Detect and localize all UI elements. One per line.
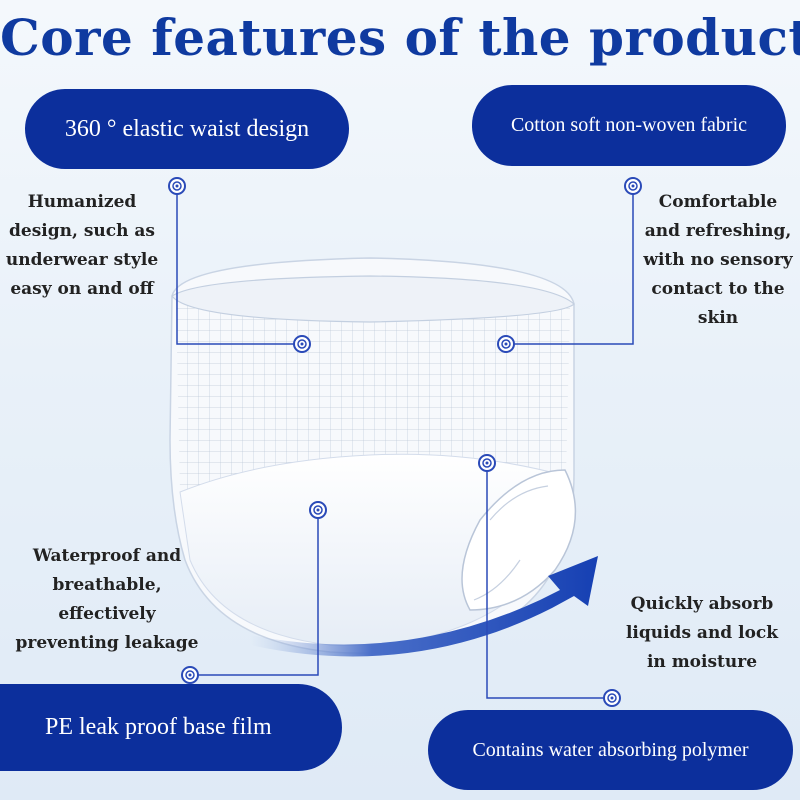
target-icon xyxy=(168,177,186,195)
description-line: preventing leakage xyxy=(15,633,199,653)
target-icon xyxy=(603,689,621,707)
page-title: Core features of the product xyxy=(0,8,800,67)
feature-pill-absorbing-polymer: Contains water absorbing polymer xyxy=(428,710,793,790)
leader-line-fabric xyxy=(506,186,634,345)
description-pe-base-film: Waterproof and breathable, effectively p… xyxy=(2,542,212,658)
description-line: breathable, xyxy=(52,575,162,595)
leader-lines xyxy=(176,186,634,699)
description-elastic-waist: Humanized design, such as underwear styl… xyxy=(0,188,170,304)
description-line: skin xyxy=(697,308,739,328)
feature-pill-elastic-waist: 360 ° elastic waist design xyxy=(25,89,349,169)
description-line: underwear style xyxy=(5,250,159,270)
description-line: effectively xyxy=(58,604,156,624)
leader-line-basefilm xyxy=(190,510,319,676)
absorb-arrow xyxy=(250,556,598,657)
description-line: easy on and off xyxy=(10,279,154,299)
description-line: and refreshing, xyxy=(644,221,792,241)
target-markers xyxy=(168,177,642,707)
description-line: Quickly absorb xyxy=(630,594,774,614)
description-nonwoven-fabric: Comfortable and refreshing, with no sens… xyxy=(630,188,800,333)
leader-line-waist xyxy=(176,186,302,345)
target-icon xyxy=(478,454,496,472)
description-line: liquids and lock xyxy=(625,623,779,643)
target-icon xyxy=(497,335,515,353)
description-line: Comfortable xyxy=(658,192,778,212)
leader-line-polymer xyxy=(486,463,612,699)
target-icon xyxy=(293,335,311,353)
feature-pill-pe-base-film: PE leak proof base film xyxy=(0,684,342,771)
target-icon xyxy=(624,177,642,195)
target-icon xyxy=(181,666,199,684)
feature-pill-nonwoven-fabric: Cotton soft non-woven fabric xyxy=(472,85,786,166)
description-line: design, such as xyxy=(9,221,155,241)
description-line: in moisture xyxy=(646,652,758,672)
description-line: contact to the xyxy=(651,279,785,299)
description-absorbing-polymer: Quickly absorb liquids and lock in moist… xyxy=(612,590,792,677)
diaper-shape xyxy=(169,257,577,654)
description-line: with no sensory xyxy=(643,250,793,270)
target-icon xyxy=(309,501,327,519)
description-line: Humanized xyxy=(27,192,137,212)
description-line: Waterproof and xyxy=(32,546,182,566)
